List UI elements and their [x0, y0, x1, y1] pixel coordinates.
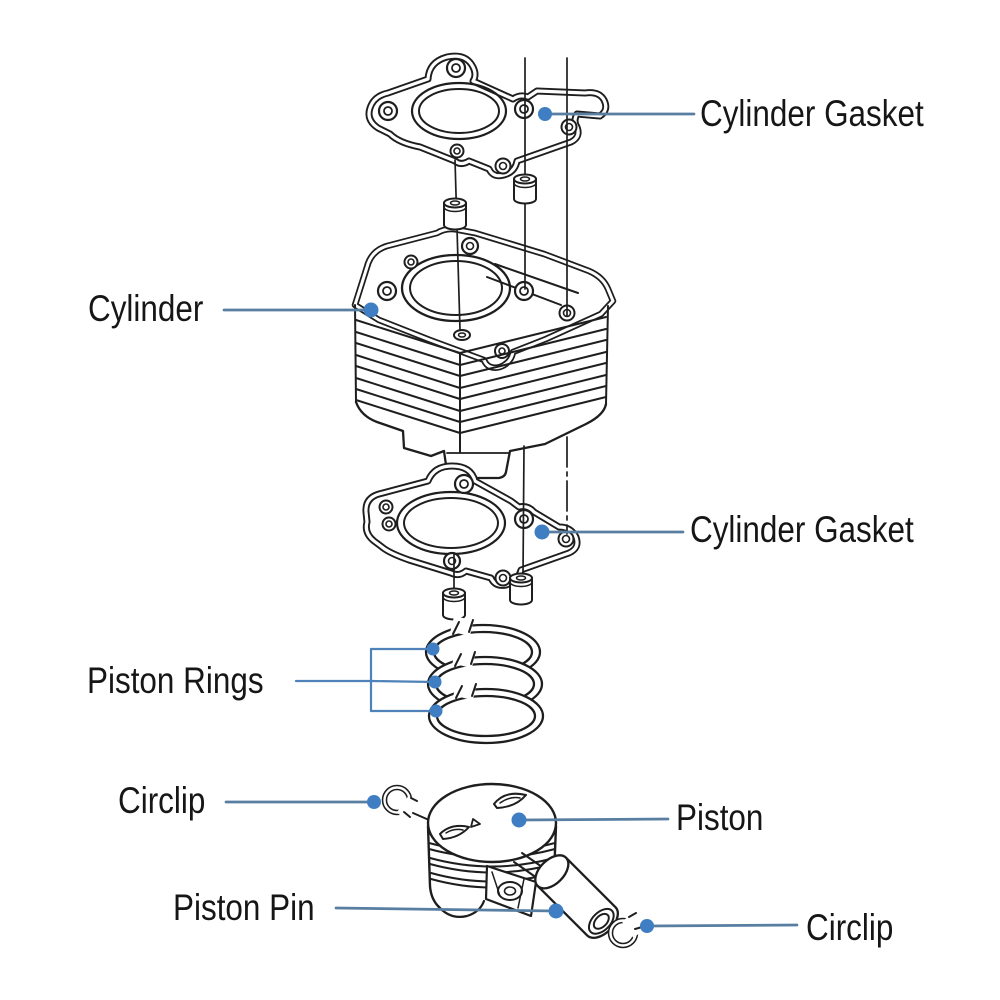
leader-piston-pin	[334, 906, 558, 913]
dot-piston-ring-2	[428, 675, 442, 689]
alignment-lines	[453, 57, 568, 592]
circlip-left-drawing	[381, 784, 430, 823]
cooling-fins	[354, 304, 609, 453]
piston-rings-drawing	[424, 615, 545, 745]
circlip-right-drawing	[607, 911, 648, 949]
cylinder-drawing	[351, 225, 617, 480]
leader-piston	[517, 817, 670, 822]
dot-piston-ring-3	[429, 704, 443, 718]
label-circlip-left: Circlip	[118, 780, 206, 821]
label-cylinder-gasket-mid: Cylinder Gasket	[690, 509, 914, 550]
leader-lines	[222, 107, 799, 933]
leader-piston-rings-bracket	[294, 647, 438, 713]
label-circlip-right: Circlip	[806, 907, 894, 948]
leader-circlip-right	[645, 923, 799, 928]
dot-cylinder-gasket-top	[538, 107, 552, 121]
label-piston-pin: Piston Pin	[173, 887, 315, 928]
cylinder-head-gasket-drawing	[365, 52, 610, 180]
dot-cylinder-gasket-mid	[534, 524, 550, 540]
cylinder-base-gasket-drawing	[362, 462, 581, 589]
label-piston-rings: Piston Rings	[87, 660, 264, 701]
label-cylinder: Cylinder	[88, 288, 204, 329]
dot-piston-ring-1	[426, 642, 440, 656]
label-cylinder-gasket-top: Cylinder Gasket	[700, 93, 924, 134]
label-piston: Piston	[676, 797, 764, 838]
dot-piston	[511, 812, 527, 828]
dot-cylinder	[363, 302, 379, 318]
dowel-pin-drawings	[442, 173, 537, 621]
dot-piston-pin	[548, 903, 564, 919]
dot-circlip-left	[367, 795, 381, 809]
dot-circlip-right	[640, 919, 654, 933]
piston-pin-drawing	[534, 854, 619, 939]
marker-dots	[363, 107, 654, 933]
piston-drawing	[426, 782, 558, 918]
